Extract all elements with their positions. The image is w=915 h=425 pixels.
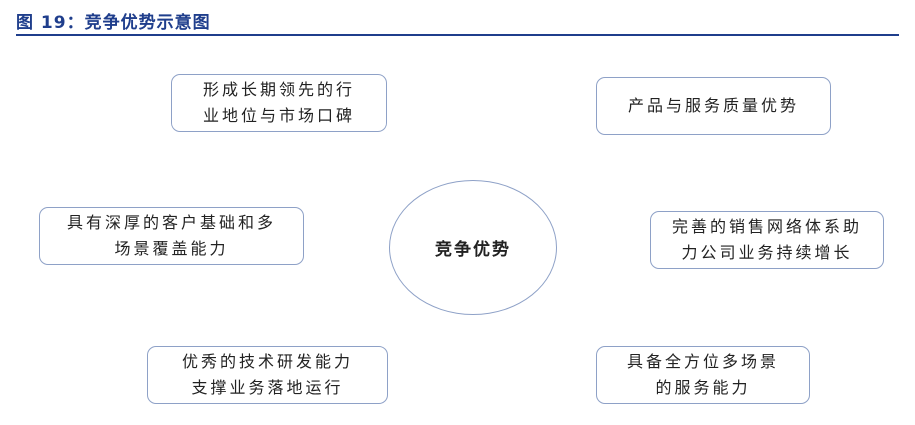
advantage-text-line: 具备全方位多场景 — [626, 352, 779, 371]
advantage-text-line: 支撑业务落地运行 — [191, 378, 344, 397]
advantage-box-rd-capability: 优秀的技术研发能力 支撑业务落地运行 — [147, 346, 388, 404]
advantage-box-service-capability: 具备全方位多场景 的服务能力 — [596, 346, 810, 404]
advantage-text-line: 形成长期领先的行 — [202, 80, 355, 99]
advantage-box-sales-network: 完善的销售网络体系助 力公司业务持续增长 — [650, 211, 884, 269]
advantage-text-line: 场景覆盖能力 — [114, 239, 229, 258]
title-divider — [16, 34, 899, 36]
figure-title: 图 19：竞争优势示意图 — [16, 13, 211, 33]
advantage-box-customer-base: 具有深厚的客户基础和多 场景覆盖能力 — [39, 207, 304, 265]
advantage-text-line: 具有深厚的客户基础和多 — [66, 213, 276, 232]
advantage-text-line: 力公司业务持续增长 — [681, 243, 853, 262]
advantage-text-line: 业地位与市场口碑 — [202, 106, 355, 125]
advantage-box-market-leadership: 形成长期领先的行 业地位与市场口碑 — [171, 74, 387, 132]
advantage-text-line: 的服务能力 — [655, 378, 751, 397]
center-label: 竞争优势 — [435, 240, 511, 260]
competitive-advantage-center: 竞争优势 — [389, 180, 557, 315]
advantage-text-line: 产品与服务质量优势 — [627, 96, 799, 115]
advantage-text-line: 完善的销售网络体系助 — [671, 217, 862, 236]
advantage-box-product-quality: 产品与服务质量优势 — [596, 77, 831, 135]
advantage-text-line: 优秀的技术研发能力 — [181, 352, 353, 371]
